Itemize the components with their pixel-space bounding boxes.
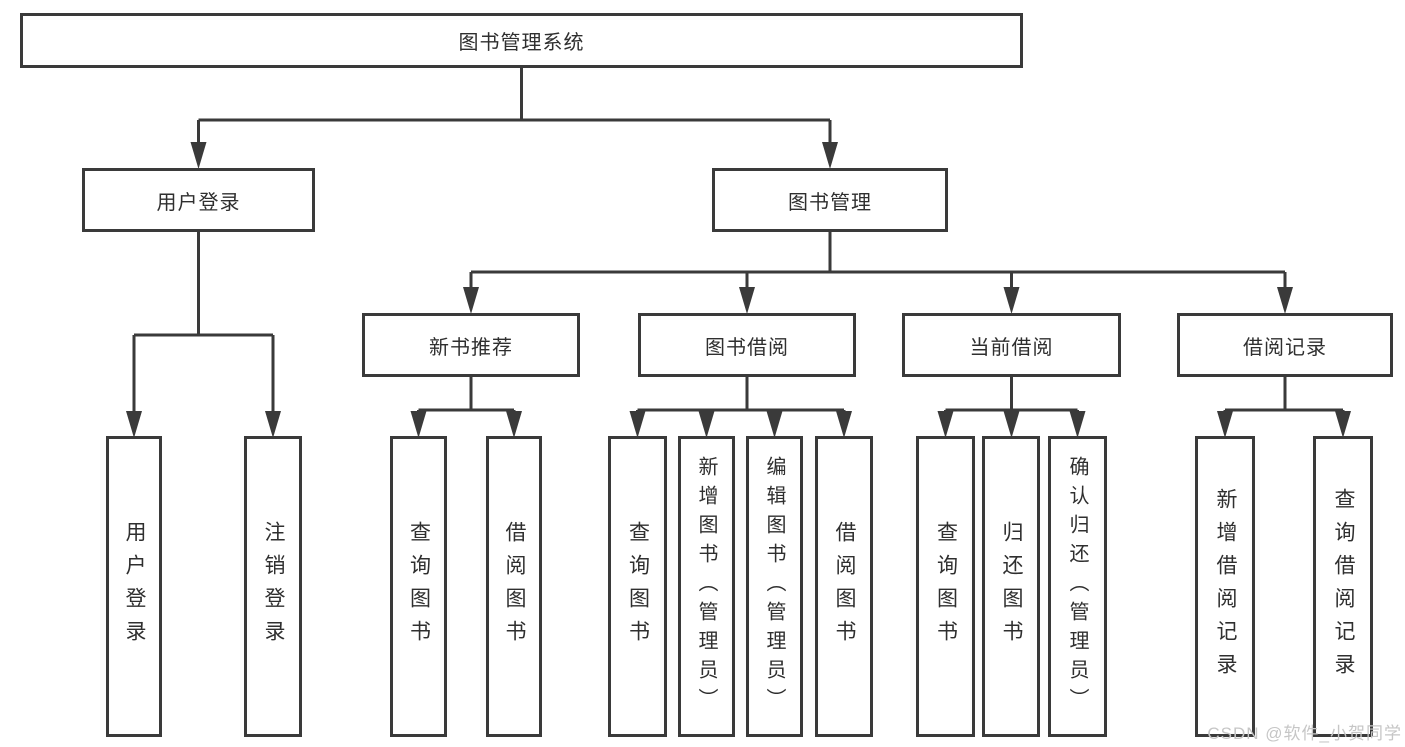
leaf-return-books: 归还图书 [982,436,1040,737]
node-label: 当前借阅 [969,336,1054,359]
node-label: 查询图书 [934,520,958,653]
node-label: 查询借阅记录 [1332,487,1355,686]
connector-new-book-rec-to-leaves [410,377,522,438]
node-new-book-recommend: 新书推荐 [362,313,580,377]
leaf-confirm-return-admin: 确认归还（管理员） [1048,436,1107,737]
connector-user-login-to-leaves [126,232,281,438]
node-label: 查询图书 [626,520,650,653]
node-book-borrowing: 图书借阅 [638,313,856,377]
node-label: 借阅记录 [1243,336,1327,359]
node-label: 借阅图书 [833,520,856,653]
node-label: 查询图书 [407,520,431,653]
leaf-user-login: 用户登录 [106,436,162,737]
connector-root-to-level2 [190,68,838,169]
node-library-management-system: 图书管理系统 [20,13,1023,68]
csdn-watermark: CSDN @软件_小贺同学 [1207,724,1402,743]
node-label: 图书管理系统 [458,32,585,54]
node-label: 新书推荐 [429,336,513,359]
node-label: 借阅图书 [503,520,526,653]
leaf-search-borrow-record: 查询借阅记录 [1313,436,1373,737]
node-label: 用户登录 [156,191,241,214]
node-label: 新增借阅记录 [1214,487,1237,686]
node-label: 注销登录 [262,520,285,653]
node-label: 确认归还（管理员） [1066,456,1088,717]
connector-book-mgmt-to-level3 [463,232,1293,314]
connector-borrow-records-to-leaves [1217,377,1351,438]
node-label: 编辑图书（管理员） [763,456,785,717]
node-user-login: 用户登录 [82,168,315,232]
node-book-management: 图书管理 [712,168,948,232]
leaf-search-books-recommend: 查询图书 [390,436,447,737]
leaf-search-current-borrow: 查询图书 [916,436,975,737]
leaf-edit-books-admin: 编辑图书（管理员） [746,436,803,737]
node-label: 图书管理 [788,191,872,214]
leaf-borrow-books: 借阅图书 [815,436,873,737]
node-borrow-records: 借阅记录 [1177,313,1393,377]
leaf-borrow-books-recommend: 借阅图书 [486,436,542,737]
connector-current-borrow-to-leaves [937,377,1086,438]
leaf-add-borrow-record: 新增借阅记录 [1195,436,1255,737]
leaf-logout: 注销登录 [244,436,302,737]
node-label: 用户登录 [123,520,146,653]
connector-book-borrow-to-leaves [629,377,852,438]
node-label: 新增图书（管理员） [695,456,717,717]
node-label: 归还图书 [1000,520,1023,653]
node-label: 图书借阅 [705,336,789,359]
leaf-search-books: 查询图书 [608,436,667,737]
node-current-borrowing: 当前借阅 [902,313,1121,377]
leaf-add-books-admin: 新增图书（管理员） [678,436,735,737]
